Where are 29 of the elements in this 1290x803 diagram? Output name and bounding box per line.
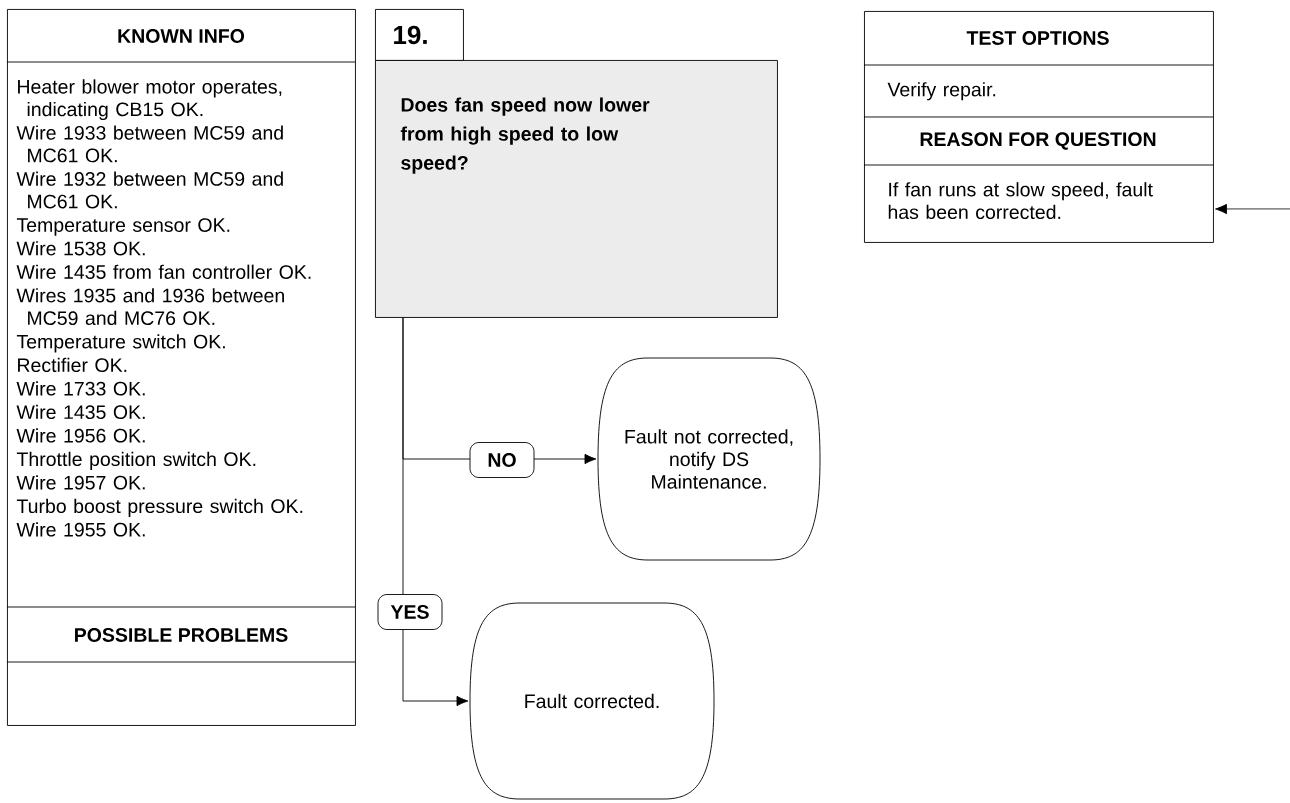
edge-label: YES (377, 594, 443, 630)
panel-heading: REASON FOR QUESTION (920, 132, 1156, 150)
question-box: Does fan speed now lower from high speed to low speed? (375, 60, 778, 318)
panel-text: Verify repair. (887, 82, 996, 101)
panel-heading: POSSIBLE PROBLEMS (75, 628, 288, 642)
list-item: Heater blower motor operates, indicating CB15 OK. (18, 79, 282, 121)
list-item: Wire 1956 OK. (16, 428, 145, 443)
panel-heading: TEST OPTIONS (966, 31, 1109, 45)
arrow (1215, 203, 1290, 215)
panel-text: If fan runs at slow speed, fault has been corrected. (888, 182, 1153, 220)
panel-heading: KNOWN INFO (118, 29, 245, 43)
list-item: Wire 1733 OK. (16, 381, 145, 396)
list-item: Wires 1935 and 1936 between MC59 and MC76 OK. (16, 288, 284, 326)
list-item: Wire 1955 OK. (16, 522, 145, 537)
arrow (402, 317, 469, 707)
list-item: Temperature switch OK. (16, 334, 225, 353)
list-item: Temperature sensor OK. (16, 218, 230, 236)
list-item: Wire 1435 from fan controller OK. (16, 264, 311, 279)
terminal-box: Fault not corrected, notify DS Maintenance. (597, 357, 821, 561)
terminal-box: Fault corrected. (469, 602, 715, 800)
list-item: Throttle position switch OK. (16, 451, 256, 470)
list-item: Wire 1435 OK. (16, 404, 145, 420)
list-item: Wire 1932 between MC59 and MC61 OK. (16, 171, 283, 209)
list-item: Rectifier OK. (18, 357, 127, 373)
list-item: Turbo boost pressure switch OK. (16, 498, 303, 517)
list-item: Wire 1538 OK. (16, 241, 145, 256)
list-item: Wire 1957 OK. (16, 475, 145, 490)
list-item: Wire 1933 between MC59 and MC61 OK. (16, 125, 283, 163)
edge-label: NO (469, 442, 535, 478)
